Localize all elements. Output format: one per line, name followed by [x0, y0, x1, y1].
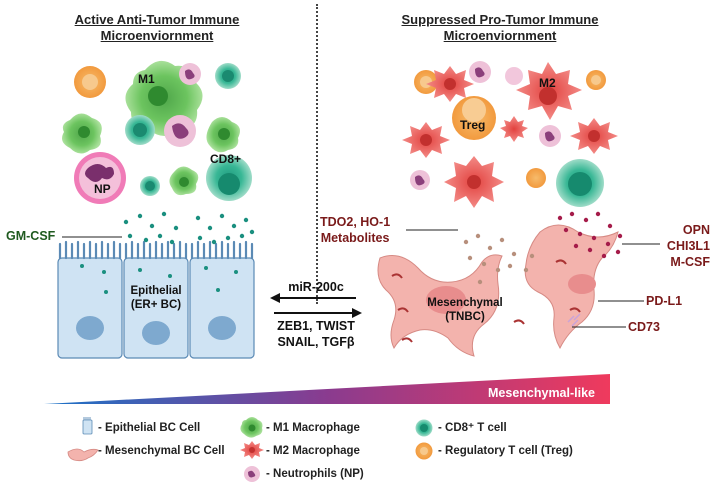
legend-neutrophil: - Neutrophils (NP)	[266, 468, 364, 480]
m2-macrophage-icon	[500, 116, 528, 142]
tdo2-label: TDO2, HO-1 Metabolites	[320, 214, 390, 246]
legend-mesenchymal: - Mesenchymal BC Cell	[98, 445, 225, 457]
panel-divider	[316, 4, 318, 304]
left-title-line1: Active Anti-Tumor Immune	[74, 12, 240, 27]
np-label: NP	[94, 182, 111, 196]
legend-icons	[67, 417, 433, 482]
transcription-factors-label: ZEB1, TWIST SNAIL, TGFβ	[266, 318, 366, 350]
mesenchymal-cells	[377, 224, 619, 357]
right-title-line2: Microenviornment	[443, 28, 557, 43]
legend-cd8: - CD8⁺ T cell	[438, 422, 507, 434]
transcription-factors-line1: ZEB1, TWIST	[277, 319, 355, 333]
gm-csf-label: GM-CSF	[6, 229, 56, 243]
mesenchymal-cell-icon	[67, 448, 99, 462]
epithelial-label-line1: Epithelial	[130, 285, 182, 297]
opn-label: OPN	[682, 223, 710, 237]
gm-csf-dots	[80, 211, 255, 294]
right-title-line1: Suppressed Pro-Tumor Immune	[401, 12, 599, 27]
transcription-factors-line2: SNAIL, TGFβ	[277, 335, 355, 349]
treg-label: Treg	[460, 118, 486, 132]
metabolite-dots	[463, 233, 535, 285]
epithelial-label: Epithelial (ER+ BC)	[124, 284, 188, 312]
epithelial-label-line2: (ER+ BC)	[130, 299, 182, 311]
right-immune-cells	[402, 61, 618, 208]
secreted-factors-list: OPN CHI3L1 M-CSF	[662, 222, 710, 270]
epithelial-cell	[189, 240, 255, 359]
epithelial-cell-icon	[82, 417, 93, 435]
neutrophil-icon	[505, 67, 523, 85]
cd73-label: CD73	[628, 320, 660, 334]
legend-treg: - Regulatory T cell (Treg)	[438, 445, 573, 457]
left-panel-title: Active Anti-Tumor Immune Microenviornmen…	[50, 12, 264, 44]
pd-l1-label: PD-L1	[646, 294, 683, 308]
epithelial-like-label: Epithelial-like	[52, 376, 133, 390]
left-title-line2: Microenviornment	[100, 28, 214, 43]
left-immune-cells	[62, 60, 252, 204]
mir-200c-label: miR-200c	[288, 280, 344, 294]
mesenchymal-like-label: Mesenchymal-like	[488, 386, 595, 400]
m1-label: M1	[138, 72, 155, 86]
epithelial-mesenchymal-gradient-bar	[44, 374, 610, 404]
mesenchymal-label-line2: (TNBC)	[445, 311, 485, 323]
m-csf-label: M-CSF	[670, 255, 710, 269]
secreted-factor-dots	[557, 211, 623, 259]
mesenchymal-label-line1: Mesenchymal	[427, 297, 503, 309]
epithelial-cell	[123, 240, 189, 359]
treg-cell-icon	[526, 168, 546, 188]
epithelial-cells	[57, 240, 255, 359]
legend-epithelial: - Epithelial BC Cell	[98, 422, 201, 434]
m2-label: M2	[539, 76, 556, 90]
legend-m2: - M2 Macrophage	[266, 445, 360, 457]
epithelial-cell	[57, 240, 123, 359]
right-panel-title: Suppressed Pro-Tumor Immune Microenviorn…	[388, 12, 612, 44]
chi3l1-label: CHI3L1	[666, 239, 710, 253]
cd8-label: CD8+	[210, 152, 242, 166]
mesenchymal-label: Mesenchymal (TNBC)	[420, 296, 510, 324]
tdo2-label-line1: TDO2, HO-1	[320, 215, 391, 229]
legend-m1: - M1 Macrophage	[266, 422, 360, 434]
tdo2-label-line2: Metabolites	[320, 231, 390, 245]
